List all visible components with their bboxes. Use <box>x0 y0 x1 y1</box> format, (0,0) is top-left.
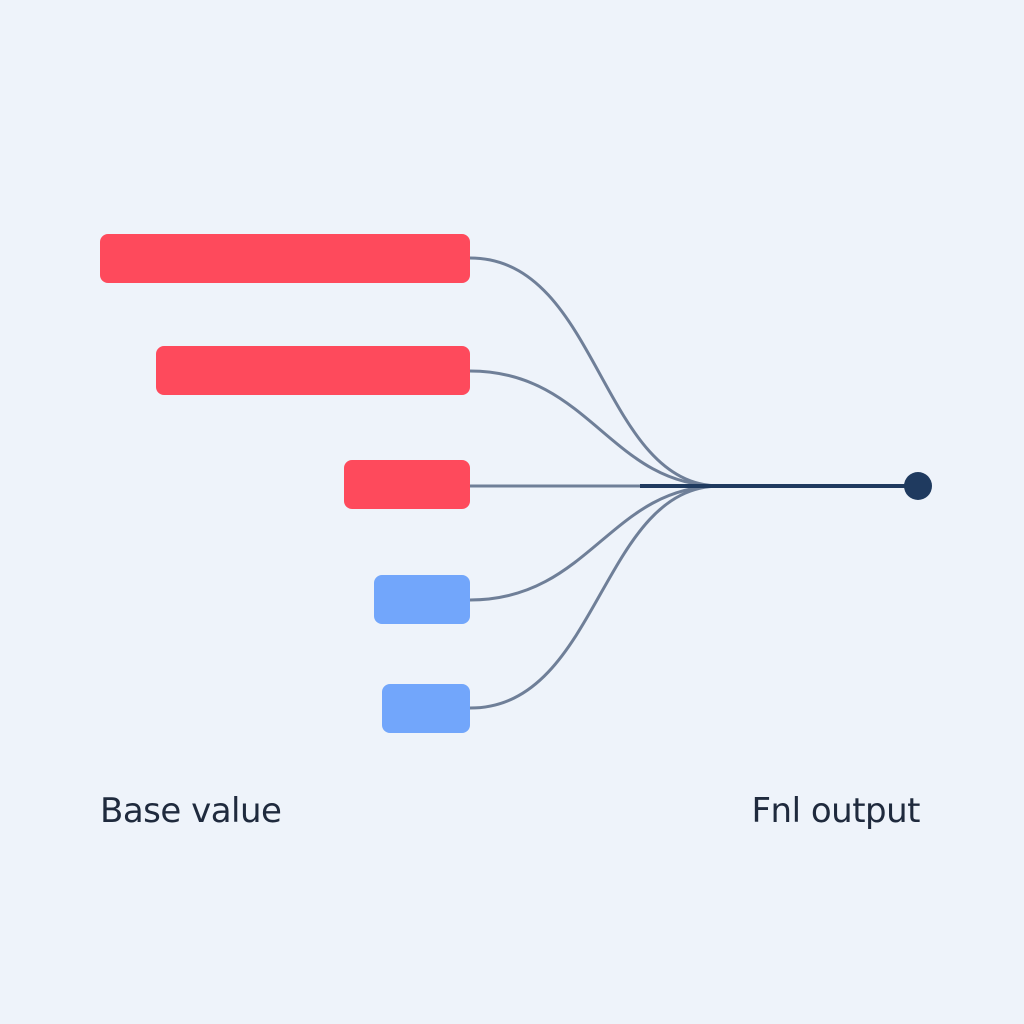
connector-2 <box>469 369 721 488</box>
connectors <box>469 256 721 710</box>
contribution-bars <box>100 234 470 733</box>
connector-1 <box>469 256 721 488</box>
output-node <box>904 472 932 500</box>
contribution-bar-1 <box>100 234 470 283</box>
connector-4 <box>469 484 721 602</box>
connector-5 <box>469 484 721 710</box>
contribution-bar-5 <box>382 684 470 733</box>
final-output-label: Fnl output <box>751 791 920 831</box>
contribution-bar-2 <box>156 346 470 395</box>
contribution-bar-4 <box>374 575 470 624</box>
base-value-label: Base value <box>100 791 281 831</box>
contribution-bar-3 <box>344 460 470 509</box>
